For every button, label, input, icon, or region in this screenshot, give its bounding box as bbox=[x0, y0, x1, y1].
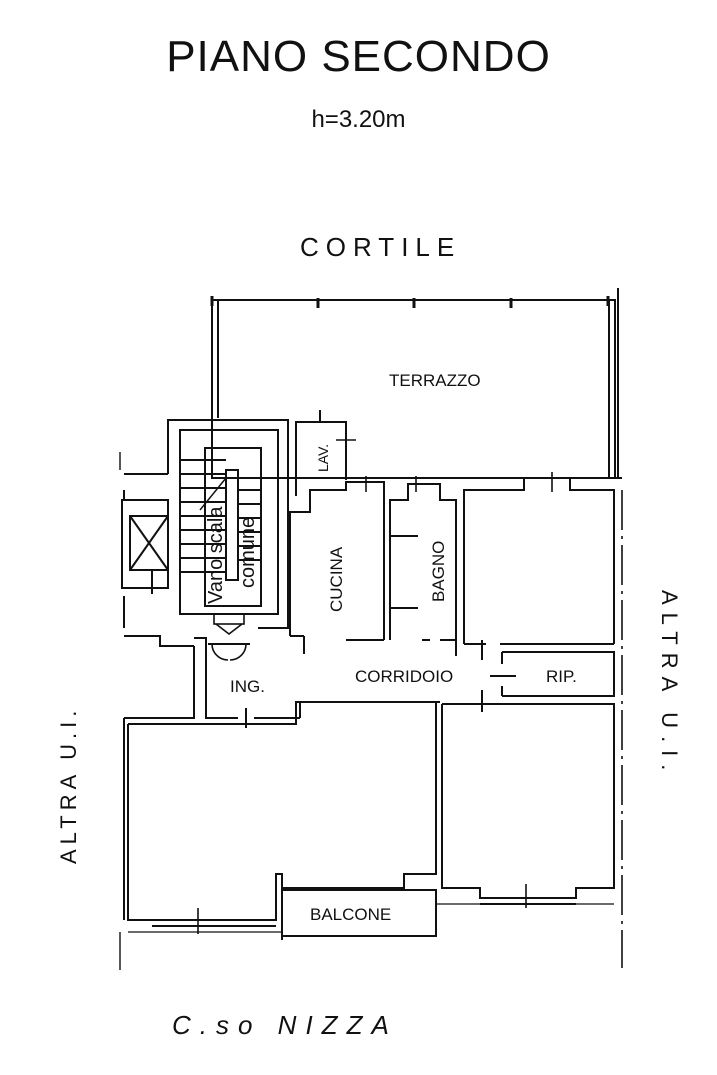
balcony-label: BALCONE bbox=[310, 905, 391, 924]
lower-right-room bbox=[441, 703, 615, 908]
plan-title: PIANO SECONDO bbox=[166, 32, 551, 81]
kitchen-label: CUCINA bbox=[327, 546, 346, 612]
storage-label: RIP. bbox=[546, 667, 577, 686]
courtyard-label: CORTILE bbox=[300, 232, 462, 262]
corridor-label: CORRIDOIO bbox=[355, 667, 453, 686]
stairwell-label-line2: comune bbox=[237, 517, 259, 588]
neighbor-right-label: ALTRA U.I. bbox=[657, 590, 682, 778]
balcony bbox=[281, 889, 437, 940]
right-boundary bbox=[614, 477, 623, 968]
neighbor-left-label: ALTRA U.I. bbox=[56, 706, 81, 864]
facade-line bbox=[128, 903, 614, 933]
living-room bbox=[127, 701, 437, 934]
bathroom-room bbox=[389, 476, 457, 656]
ceiling-height-label: h=3.20m bbox=[311, 106, 406, 133]
terrace-outline bbox=[210, 288, 619, 479]
entrance-label: ING. bbox=[230, 677, 265, 696]
laundry-room bbox=[295, 410, 356, 496]
left-boundary bbox=[119, 452, 195, 970]
terrace-label: TERRAZZO bbox=[389, 371, 481, 390]
stairwell bbox=[167, 419, 289, 636]
stairwell-label-line1: Vano scala bbox=[205, 506, 227, 604]
storage-room bbox=[490, 651, 615, 697]
laundry-label: LAV. bbox=[315, 444, 331, 472]
elevator bbox=[121, 499, 169, 594]
bathroom-label: BAGNO bbox=[429, 541, 448, 602]
kitchen-room bbox=[289, 476, 385, 654]
upper-right-room bbox=[463, 472, 615, 645]
street-label: C.so NIZZA bbox=[172, 1010, 398, 1040]
